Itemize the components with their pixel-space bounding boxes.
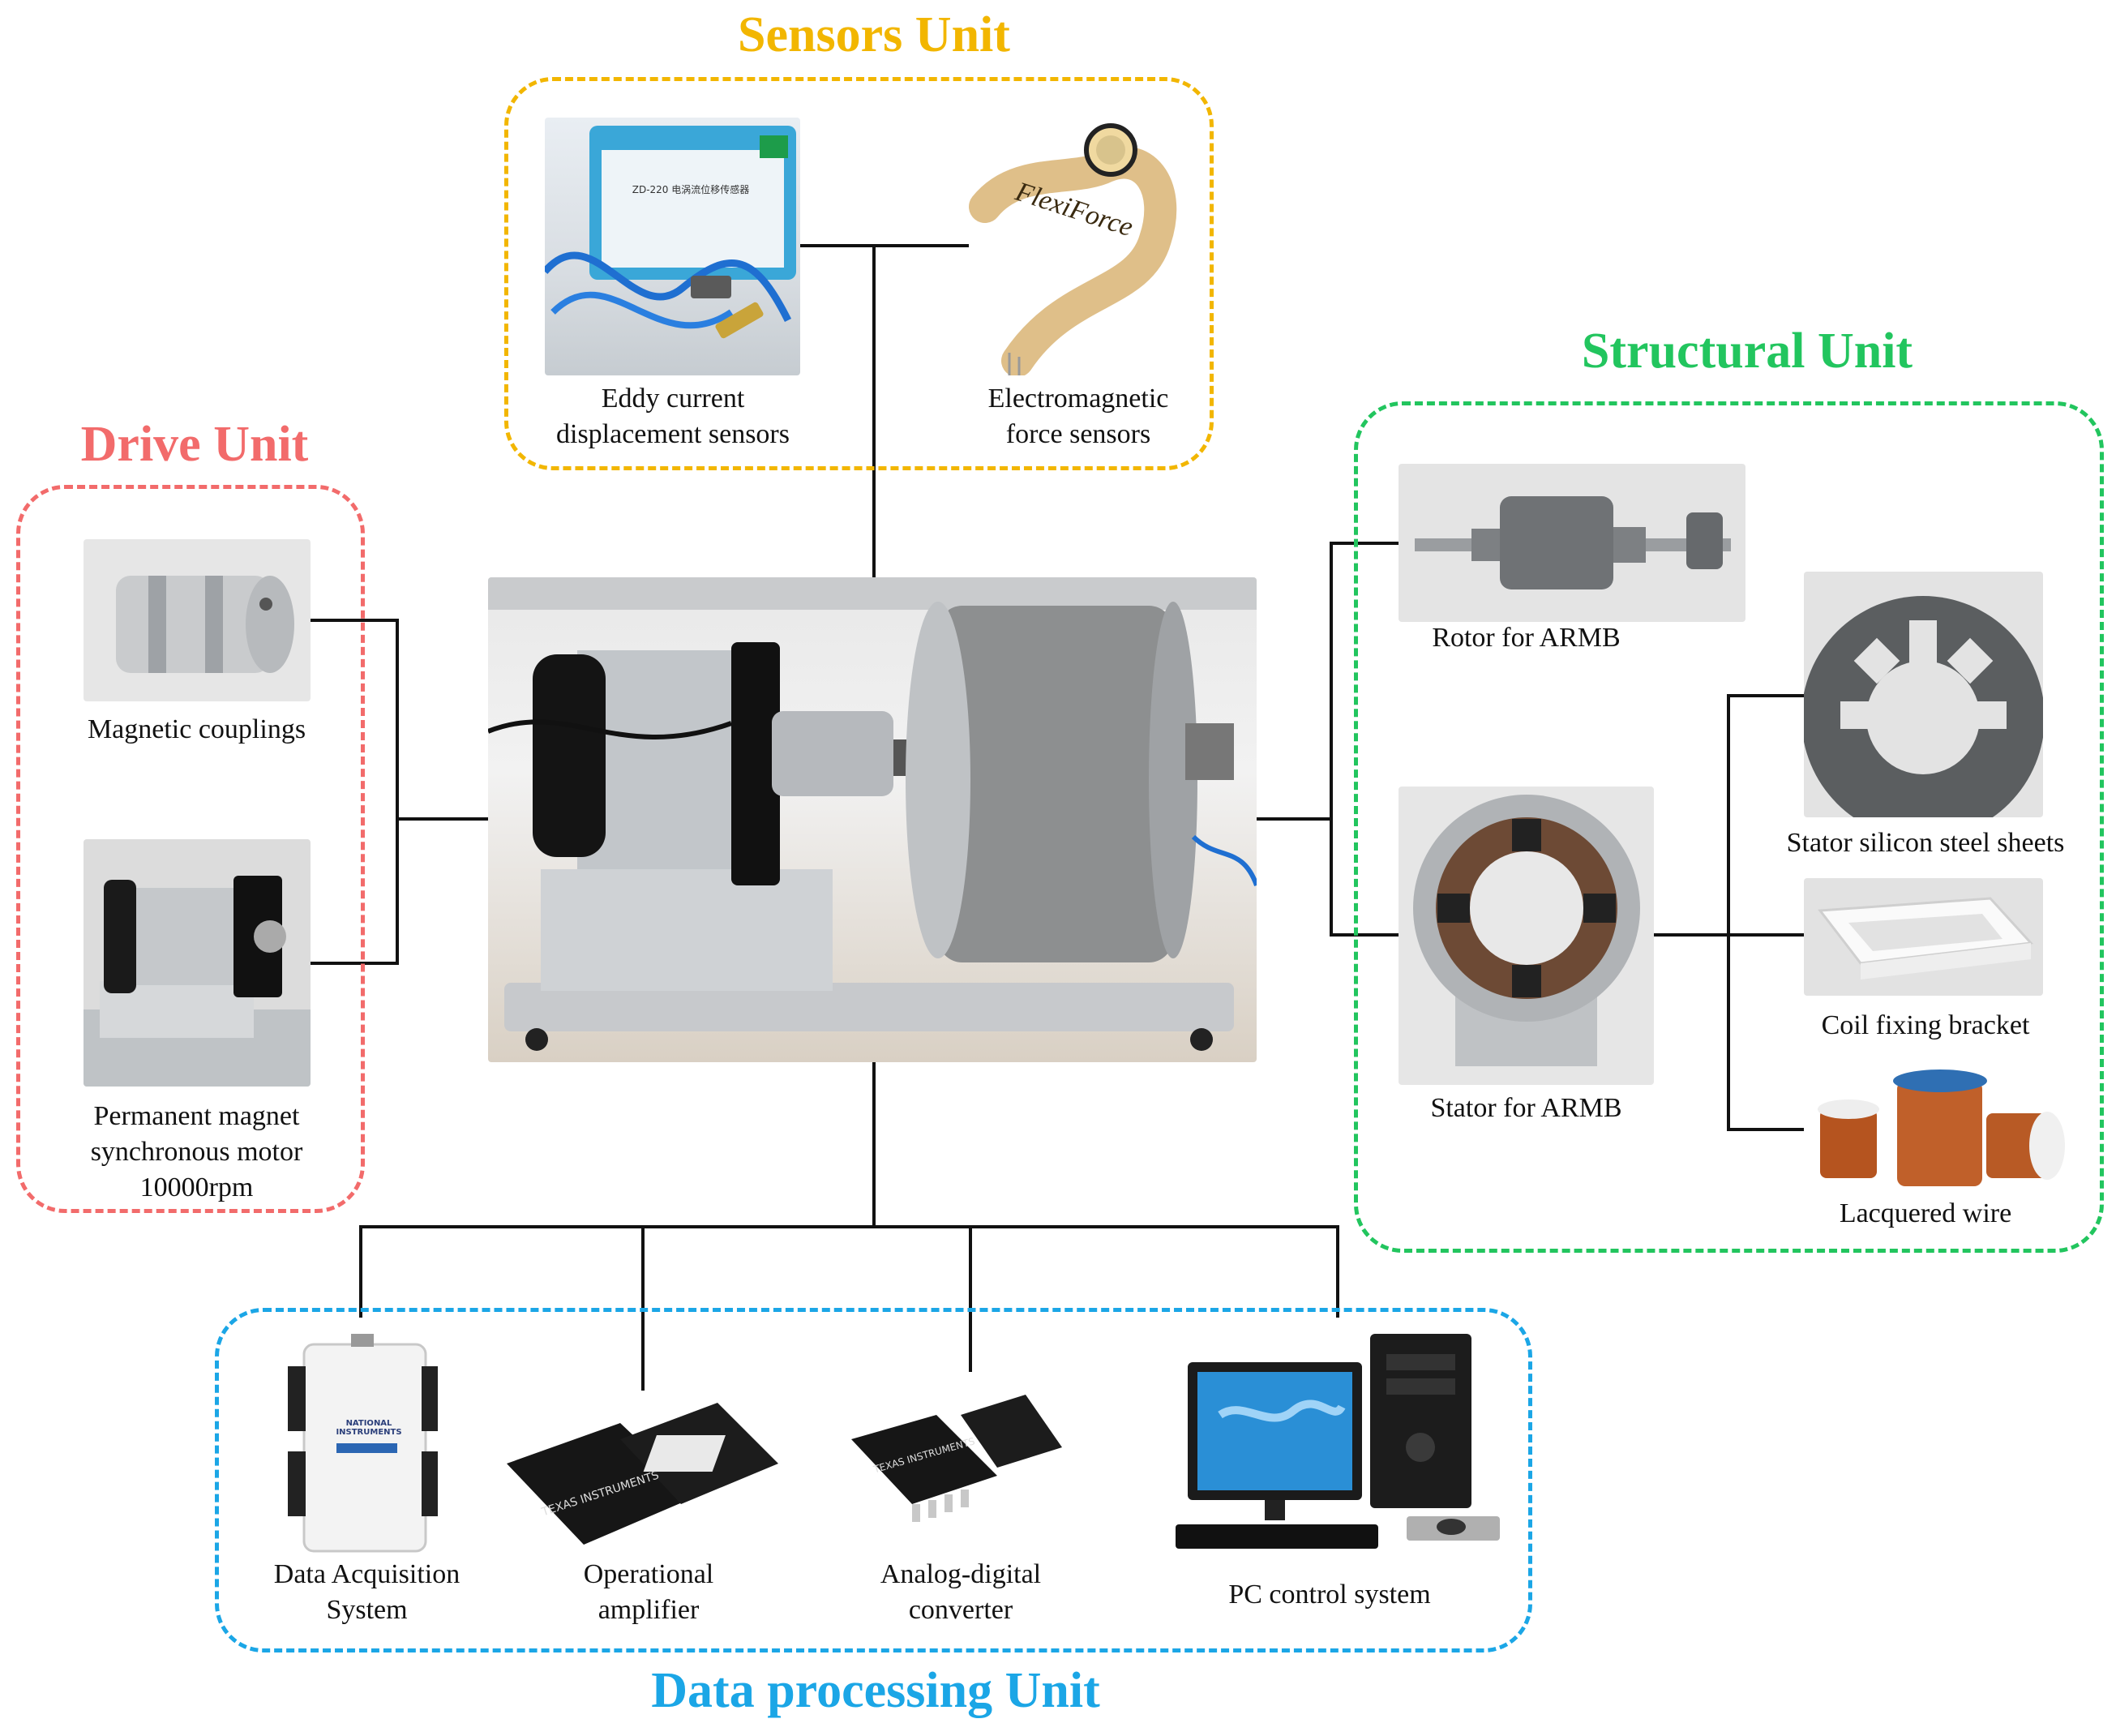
eddy-current-sensor-icon [545, 126, 796, 339]
sensors-unit-title: Sensors Unit [738, 7, 1010, 62]
motor-icon [84, 876, 311, 1087]
pmsm-motor-caption: Permanent magnet synchronous motor 10000… [90, 1101, 303, 1203]
test-rig-photo [488, 577, 1257, 1062]
coil-bracket-caption: Coil fixing bracket [1821, 1010, 2030, 1040]
eddy-current-sensor-photo: ZD-220 电涡流位移传感器 [545, 118, 800, 375]
adc-photo: TEXAS INSTRUMENTS [847, 1391, 1066, 1553]
stator-icon [1413, 795, 1640, 1066]
magnetic-coupling-caption: Magnetic couplings [87, 714, 306, 744]
stator-photo [1399, 787, 1654, 1085]
drive-unit-title: Drive Unit [80, 417, 309, 472]
adc-chip-icon [851, 1395, 1062, 1522]
pc-photo [1172, 1334, 1508, 1557]
daq-photo: NATIONAL INSTRUMENTS [288, 1330, 438, 1557]
structural-unit-group [1354, 401, 2104, 1253]
daq-brand-label: NATIONAL INSTRUMENTS [336, 1419, 402, 1437]
bracket-icon [1818, 897, 2034, 979]
daq-caption: Data Acquisition System [273, 1559, 460, 1626]
daq-device-icon [288, 1334, 438, 1553]
wire-spool-icon [1818, 1069, 2065, 1186]
rotor-photo [1399, 464, 1745, 622]
coupling-icon [116, 576, 294, 673]
structural-unit-title: Structural Unit [1581, 324, 1913, 379]
eddy-current-sensor-caption: Eddy current displacement sensors [556, 384, 790, 450]
test-rig-illustration [488, 577, 1257, 1051]
force-sensor-caption: Electromagnetic force sensors [987, 384, 1169, 450]
op-amp-chip-icon [507, 1403, 778, 1545]
adc-caption: Analog-digital converter [880, 1559, 1042, 1626]
coil-bracket-photo [1804, 878, 2043, 996]
rotor-caption: Rotor for ARMB [1432, 623, 1621, 653]
sensors-unit-group [504, 77, 1214, 470]
connector-drive [311, 619, 399, 965]
silicon-steel-caption: Stator silicon steel sheets [1786, 828, 2065, 858]
lacquered-wire-caption: Lacquered wire [1839, 1198, 2012, 1228]
lacquered-wire-photo [1804, 1069, 2067, 1190]
data-unit-group [215, 1308, 1532, 1652]
pc-icon [1176, 1334, 1500, 1549]
op-amp-photo: TEXAS INSTRUMENTS [507, 1391, 782, 1553]
silicon-steel-photo [1804, 572, 2043, 817]
steel-sheet-icon [1804, 596, 2043, 817]
force-sensor-photo: FlexiForce [969, 118, 1192, 375]
stator-caption: Stator for ARMB [1430, 1093, 1622, 1123]
drive-unit-group [16, 485, 365, 1213]
magnetic-coupling-photo [84, 539, 311, 701]
op-amp-caption: Operational amplifier [583, 1559, 714, 1626]
force-sensor-icon [969, 123, 1177, 375]
data-unit-title: Data processing Unit [651, 1663, 1100, 1718]
eddy-current-sensor-label: ZD-220 电涡流位移传感器 [632, 184, 750, 195]
pmsm-motor-photo [84, 839, 311, 1087]
rotor-icon [1415, 496, 1731, 589]
pc-caption: PC control system [1228, 1580, 1431, 1610]
